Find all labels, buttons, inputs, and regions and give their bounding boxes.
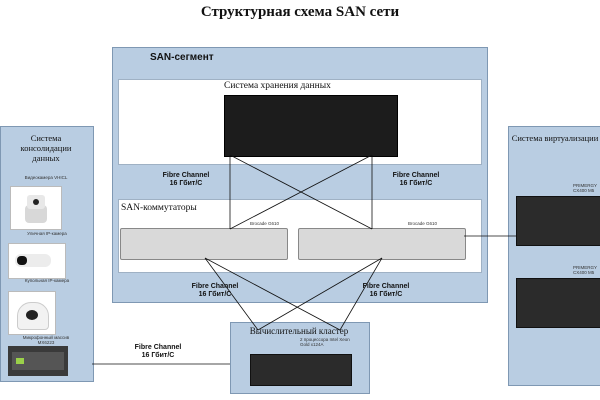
cluster-label: Вычислительный кластер bbox=[230, 326, 368, 336]
san-switch-right bbox=[298, 228, 466, 260]
device-label-camera3: Купольная IP-камера bbox=[24, 278, 70, 283]
virtualization-server-bottom bbox=[516, 278, 600, 328]
fc-label-storage-right-line2: 16 Гбит/С bbox=[386, 180, 446, 188]
dome-camera-device bbox=[8, 291, 56, 335]
san-switch-left bbox=[120, 228, 288, 260]
diagram-title: Структурная схема SAN сети bbox=[0, 4, 600, 21]
virtualization-server-top bbox=[516, 196, 600, 246]
san-segment-label: SAN-сегмент bbox=[150, 52, 214, 63]
fc-label-cluster-left-line2: 16 Гбит/С bbox=[185, 291, 245, 299]
device-label-mic: Микрофонный массив MX6223 bbox=[18, 335, 74, 345]
server-label-top: PRIMERGY CX400 M5 bbox=[573, 183, 600, 193]
fc-label-cluster-left-line1: Fibre Channel bbox=[185, 283, 245, 291]
switches-label: SAN-коммутаторы bbox=[121, 203, 197, 213]
fc-label-storage-left-line2: 16 Гбит/С bbox=[156, 180, 216, 188]
fc-label-cluster-left: Fibre Channel 16 Гбит/С bbox=[185, 283, 245, 299]
storage-label: Система хранения данных bbox=[224, 81, 331, 91]
device-label-camera2: Уличная IP-камера bbox=[24, 231, 70, 236]
switch2-model: Brocade G610 bbox=[408, 221, 442, 226]
microphone-array-device bbox=[8, 346, 68, 376]
fc-label-storage-left-line1: Fibre Channel bbox=[156, 172, 216, 180]
fc-label-cluster-right-line2: 16 Гбит/С bbox=[356, 291, 416, 299]
ptz-camera-device bbox=[10, 186, 62, 230]
fc-label-storage-right: Fibre Channel 16 Гбит/С bbox=[386, 172, 446, 188]
virtualization-label: Система виртуализации bbox=[510, 133, 600, 143]
cluster-server-device bbox=[250, 354, 352, 386]
fc-label-storage-left: Fibre Channel 16 Гбит/С bbox=[156, 172, 216, 188]
fc-label-left-panel-line2: 16 Гбит/С bbox=[126, 352, 190, 360]
fc-label-cluster-right: Fibre Channel 16 Гбит/С bbox=[356, 283, 416, 299]
data-consolidation-label: Система консолидации данных bbox=[6, 133, 86, 163]
fc-label-left-panel-line1: Fibre Channel bbox=[126, 344, 190, 352]
bullet-camera-device bbox=[8, 243, 66, 279]
device-label-camera1: Видеокамера VHICL bbox=[22, 175, 70, 180]
cluster-server-desc: 2 процессора Intel Xeon Gold x124A bbox=[300, 337, 360, 347]
fc-label-storage-right-line1: Fibre Channel bbox=[386, 172, 446, 180]
storage-array-device bbox=[224, 95, 398, 157]
fc-label-cluster-right-line1: Fibre Channel bbox=[356, 283, 416, 291]
switch1-model: Brocade G610 bbox=[250, 221, 284, 226]
fc-label-left-panel: Fibre Channel 16 Гбит/С bbox=[126, 344, 190, 360]
server-label-bottom: PRIMERGY CX400 M5 bbox=[573, 265, 600, 275]
virtualization-panel bbox=[508, 126, 600, 386]
